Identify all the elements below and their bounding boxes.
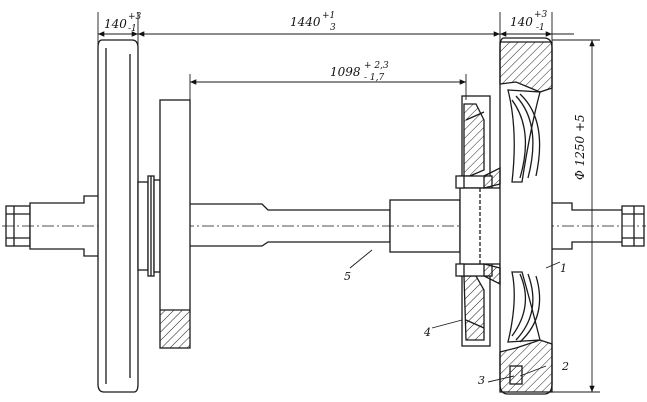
dim-wheel-gauge: 1440 +1 3: [290, 11, 336, 33]
svg-text:140: 140: [104, 17, 127, 31]
label-wheel-center: 1: [560, 262, 567, 275]
svg-text:140: 140: [510, 15, 533, 29]
label-tire: 2: [561, 360, 569, 373]
label-gear: 4: [423, 326, 431, 339]
label-axle: 5: [344, 270, 351, 283]
svg-text:1098: 1098: [330, 65, 361, 79]
svg-text:3: 3: [330, 23, 336, 33]
svg-text:+3: +3: [534, 10, 548, 20]
svg-text:1440: 1440: [290, 15, 321, 29]
dim-right-wheel-width: 140 +3 -1: [510, 10, 548, 33]
label-ring: 3: [478, 374, 485, 387]
svg-text:- 1,7: - 1,7: [364, 73, 384, 83]
right-wheel: [499, 37, 553, 395]
svg-text:+ 2,3: + 2,3: [364, 61, 389, 71]
left-gear-disc: [159, 99, 191, 349]
svg-text:+3: +3: [128, 12, 142, 22]
hub-gear-teeth: [455, 166, 501, 286]
dimension-lines: [97, 12, 600, 393]
left-wheel: [97, 39, 149, 393]
dim-wheel-diameter: Φ 1250 +5: [573, 114, 587, 180]
dim-left-wheel-width: 140 +3 -1: [104, 12, 142, 34]
axle: [5, 195, 645, 257]
svg-text:-1: -1: [128, 24, 137, 34]
svg-text:+1: +1: [322, 11, 335, 21]
svg-text:-1: -1: [536, 23, 545, 33]
spacer-rings: [147, 175, 161, 277]
dim-inner-distance: 1098 + 2,3 - 1,7: [330, 61, 389, 83]
